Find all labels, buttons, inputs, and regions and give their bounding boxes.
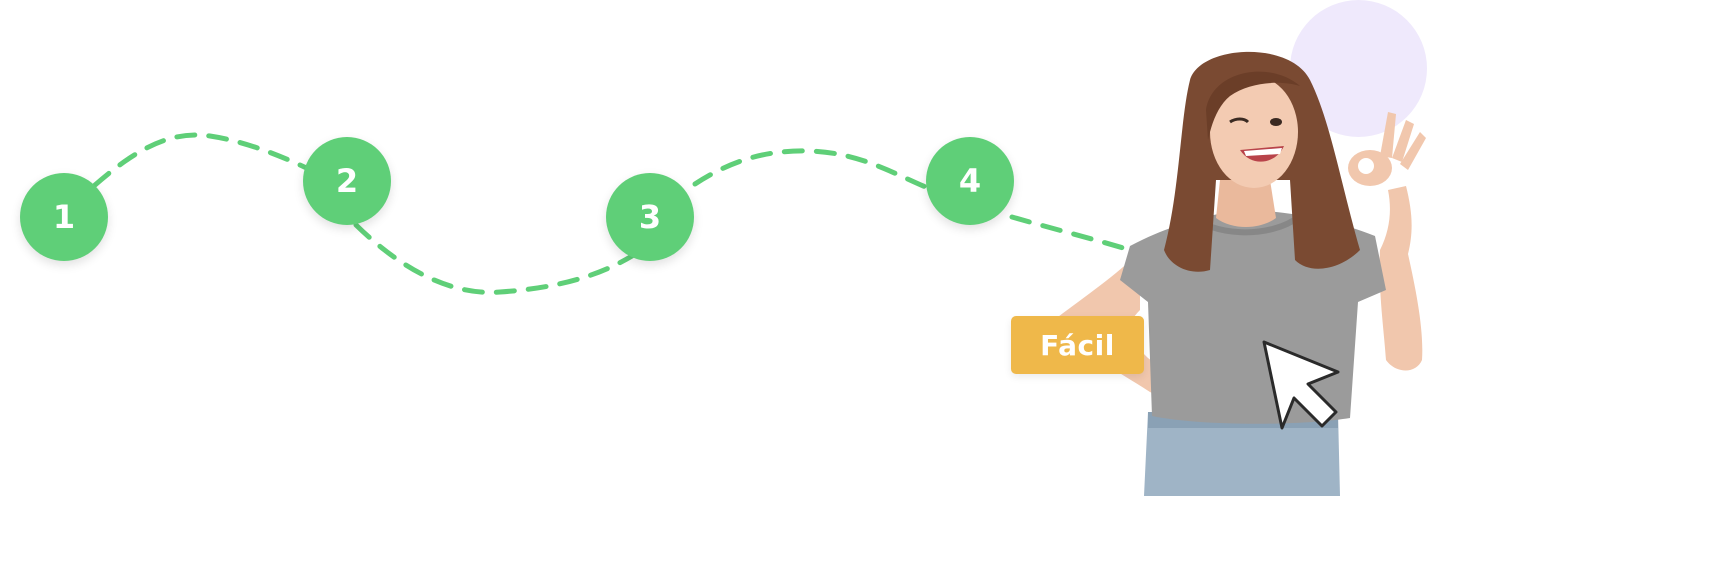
mouse-pointer-icon bbox=[1262, 340, 1340, 430]
step-4-circle: 4 bbox=[926, 137, 1014, 225]
easy-badge-label: Fácil bbox=[1040, 328, 1115, 362]
woman-photo bbox=[1054, 51, 1426, 496]
step-1-circle: 1 bbox=[20, 173, 108, 261]
step-3-number: 3 bbox=[638, 198, 662, 236]
step-2-number: 2 bbox=[335, 162, 359, 200]
step-1-number: 1 bbox=[52, 198, 76, 236]
step-4-number: 4 bbox=[958, 162, 982, 200]
easy-badge: Fácil bbox=[1011, 316, 1144, 374]
step-3-circle: 3 bbox=[606, 173, 694, 261]
step-2-circle: 2 bbox=[303, 137, 391, 225]
